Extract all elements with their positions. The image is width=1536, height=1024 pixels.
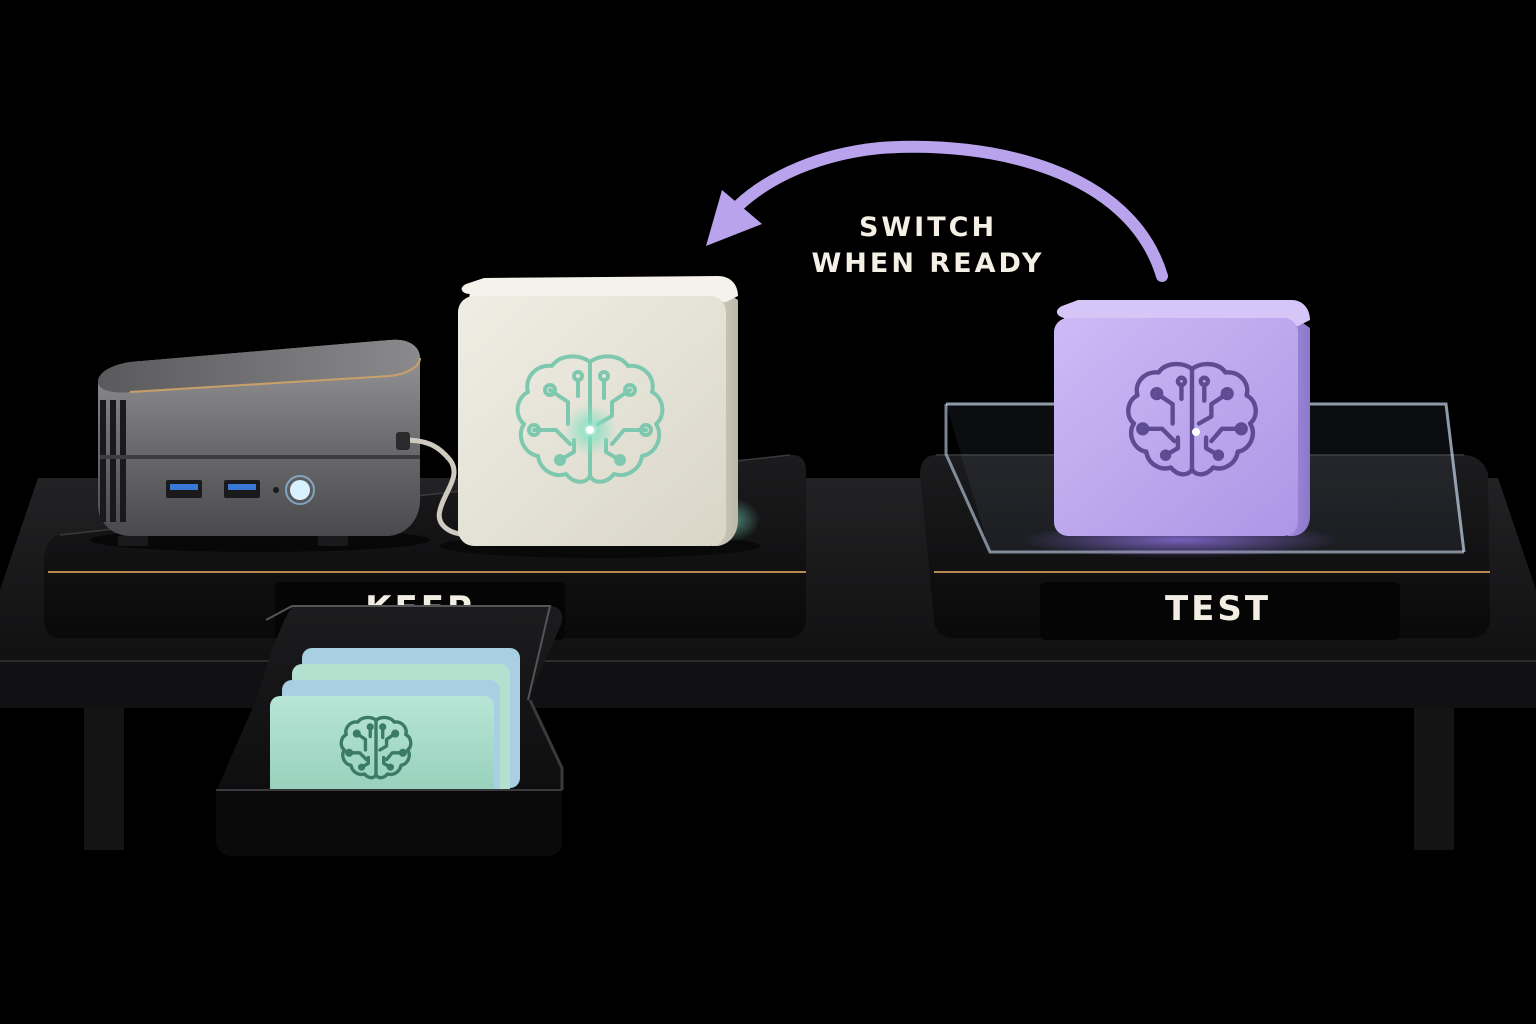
annotation-line-2: WHEN READY [812, 248, 1045, 279]
annotation-line-1: SWITCH [859, 212, 997, 243]
backup-drawer[interactable] [216, 605, 564, 856]
backup-card-front[interactable] [270, 696, 494, 806]
switch-arrow [706, 140, 1168, 282]
power-button[interactable] [290, 480, 310, 500]
test-model-cube[interactable] [1054, 300, 1310, 536]
table-leg-left [84, 708, 124, 850]
backup-cards [270, 648, 520, 806]
switch-annotation: SWITCH WHEN READY [812, 212, 1045, 279]
mini-pc[interactable] [90, 339, 430, 552]
cable [401, 437, 463, 537]
test-label: TEST [1165, 589, 1271, 629]
pc-vents [100, 400, 126, 522]
test-label-plate: TEST [1040, 582, 1400, 640]
table-leg-right [1414, 708, 1454, 850]
active-model-cube[interactable] [440, 276, 760, 558]
